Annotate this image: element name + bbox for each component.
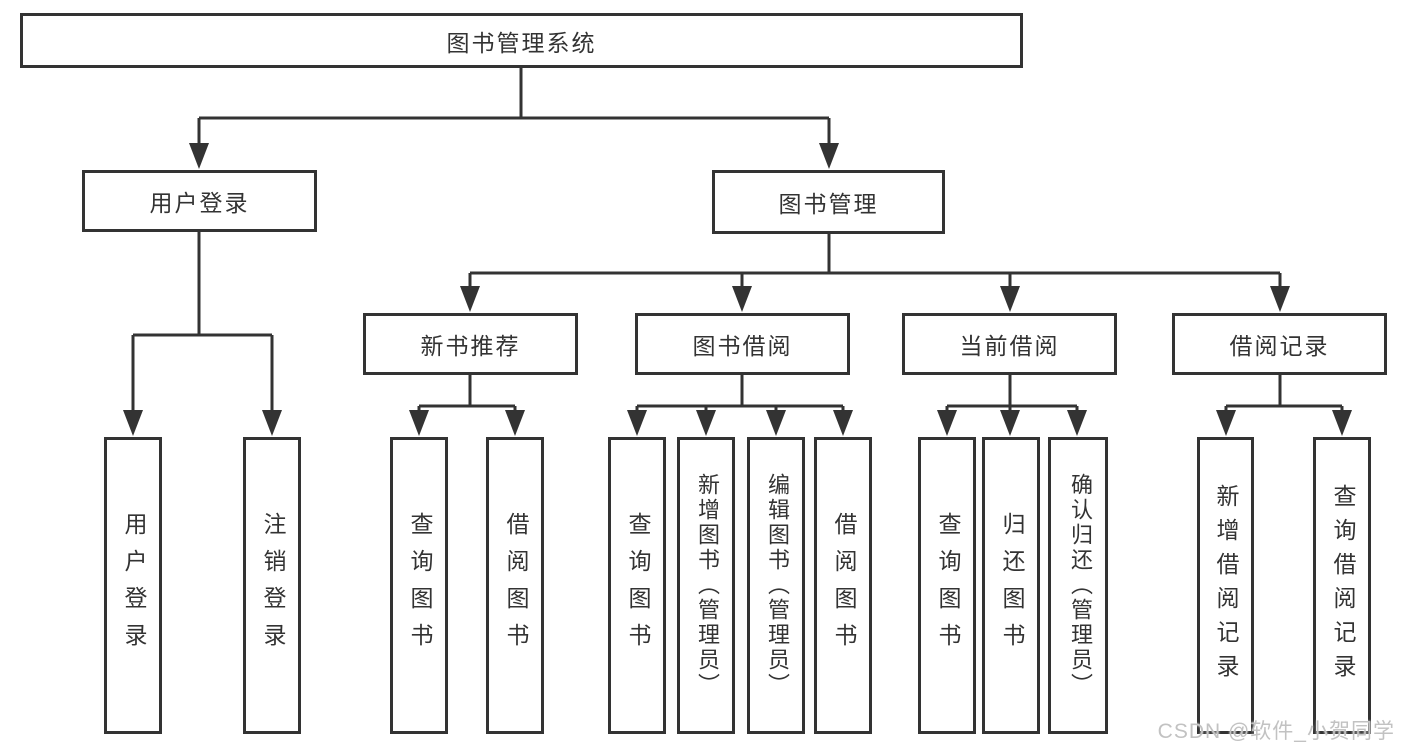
connector-user-login-to-leaves bbox=[123, 232, 282, 436]
leaf-user-login: 用户登录 bbox=[104, 437, 162, 734]
node-book-management-group: 图书管理 bbox=[712, 170, 945, 234]
connector-book-management-to-level3 bbox=[460, 232, 1290, 312]
node-current-borrow: 当前借阅 bbox=[902, 313, 1117, 375]
leaf-return-books: 归还图书 bbox=[982, 437, 1040, 734]
leaf-add-borrow-record: 新增借阅记录 bbox=[1197, 437, 1254, 734]
leaf-recommend-borrow-books: 借阅图书 bbox=[486, 437, 544, 734]
node-borrow-records: 借阅记录 bbox=[1172, 313, 1387, 375]
leaf-confirm-return-admin: 确认归还（管理员） bbox=[1048, 437, 1108, 734]
node-library-management-system: 图书管理系统 bbox=[20, 13, 1023, 68]
csdn-watermark: CSDN @软件_小贺同学 bbox=[1157, 720, 1395, 743]
connector-root-to-level2 bbox=[189, 68, 839, 169]
connector-book-borrow-to-leaves bbox=[627, 375, 853, 436]
connector-borrow-records-to-leaves bbox=[1216, 375, 1352, 436]
node-user-login-group: 用户登录 bbox=[82, 170, 317, 232]
leaf-current-query-books: 查询图书 bbox=[918, 437, 976, 734]
connector-new-book-recommend-to-leaves bbox=[409, 375, 525, 436]
leaf-add-books-admin: 新增图书（管理员） bbox=[677, 437, 735, 734]
connector-current-borrow-to-leaves bbox=[937, 375, 1087, 436]
leaf-edit-books-admin: 编辑图书（管理员） bbox=[747, 437, 805, 734]
leaf-recommend-query-books: 查询图书 bbox=[390, 437, 448, 734]
node-new-book-recommend: 新书推荐 bbox=[363, 313, 578, 375]
node-book-borrow: 图书借阅 bbox=[635, 313, 850, 375]
leaf-borrow-books: 借阅图书 bbox=[814, 437, 872, 734]
leaf-borrow-query-books: 查询图书 bbox=[608, 437, 666, 734]
leaf-query-borrow-record: 查询借阅记录 bbox=[1313, 437, 1371, 734]
leaf-logout: 注销登录 bbox=[243, 437, 301, 734]
